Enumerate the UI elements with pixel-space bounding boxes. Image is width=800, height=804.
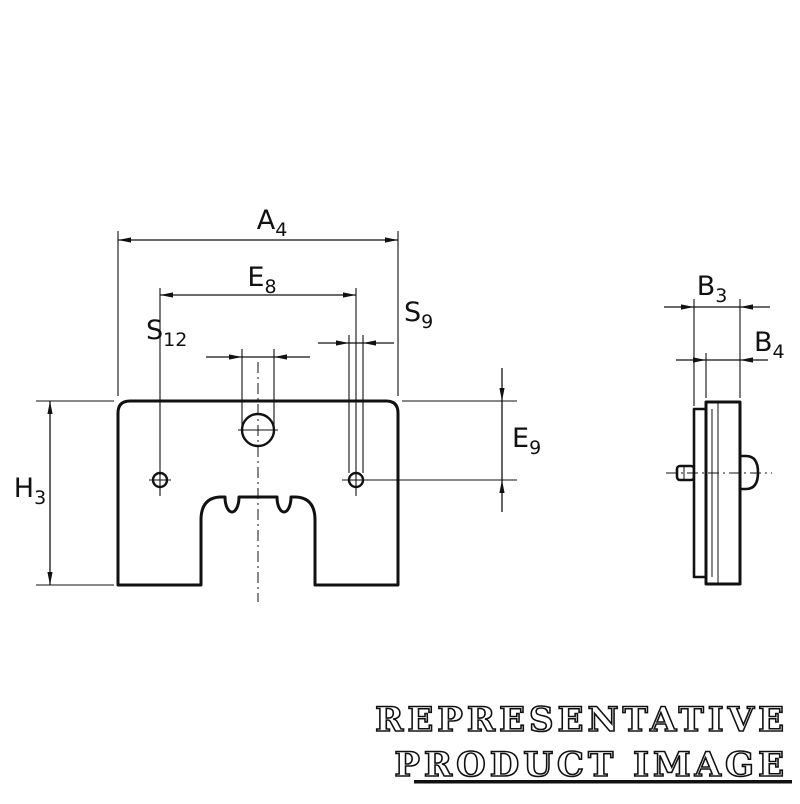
arrowhead-a4-left	[118, 237, 131, 243]
arrowhead-e9-top	[499, 388, 505, 401]
arrowhead-b3-left	[681, 304, 694, 310]
label-h3-letter: H	[14, 473, 34, 504]
label-b4: B4	[754, 327, 785, 363]
watermark-underline	[414, 780, 792, 784]
label-s9: S9	[404, 297, 433, 333]
label-e9-subscript: 9	[529, 437, 541, 459]
label-b3-subscript: 3	[715, 285, 727, 307]
label-s9-subscript: 9	[421, 311, 433, 333]
side-view	[664, 299, 772, 586]
watermark-line-2: PRODUCT IMAGE	[394, 745, 788, 785]
arrowhead-b4-left	[693, 357, 706, 363]
label-e9-letter: E	[512, 423, 529, 454]
arrowhead-s9-left	[336, 340, 349, 346]
label-e8: E8	[247, 262, 276, 298]
dimension-labels: A4 E8 S12 S9 H3 E9 B3 B4	[14, 205, 785, 509]
arrowhead-a4-right	[385, 237, 398, 243]
arrowhead-b3-right	[740, 304, 753, 310]
seal-plate-section	[692, 407, 708, 579]
arrowhead-e9-bottom	[499, 480, 505, 493]
label-a4-letter: A	[257, 205, 276, 236]
label-a4: A4	[257, 205, 288, 241]
front-view	[36, 231, 517, 602]
label-a4-subscript: 4	[275, 219, 287, 241]
arrowhead-s12-right	[274, 354, 287, 360]
label-b3-letter: B	[697, 271, 716, 302]
arrowhead-b4-right	[740, 357, 753, 363]
label-s12-subscript: 12	[163, 329, 187, 351]
arrowhead-s12-left	[229, 354, 242, 360]
right-mounting-hole	[347, 471, 365, 489]
watermark-line-1: REPRESENTATIVE	[375, 700, 788, 740]
arrowhead-h3-top	[47, 401, 53, 414]
main-plate-section	[704, 400, 742, 586]
label-b4-subscript: 4	[773, 341, 785, 363]
label-e8-letter: E	[247, 262, 264, 293]
label-s12: S12	[146, 315, 187, 351]
label-e8-subscript: 8	[264, 276, 276, 298]
label-b3: B3	[697, 271, 728, 307]
label-s12-letter: S	[146, 315, 163, 346]
arrowhead-s9-right	[363, 340, 376, 346]
label-b4-letter: B	[754, 327, 773, 358]
label-s9-letter: S	[404, 297, 421, 328]
arrowhead-h3-bottom	[47, 572, 53, 585]
label-e9: E9	[512, 423, 541, 459]
arrowhead-e8-right	[343, 292, 356, 298]
arrowhead-e8-left	[160, 292, 173, 298]
label-h3-subscript: 3	[34, 487, 46, 509]
watermark: REPRESENTATIVE PRODUCT IMAGE	[374, 699, 792, 786]
label-h3: H3	[14, 473, 46, 509]
